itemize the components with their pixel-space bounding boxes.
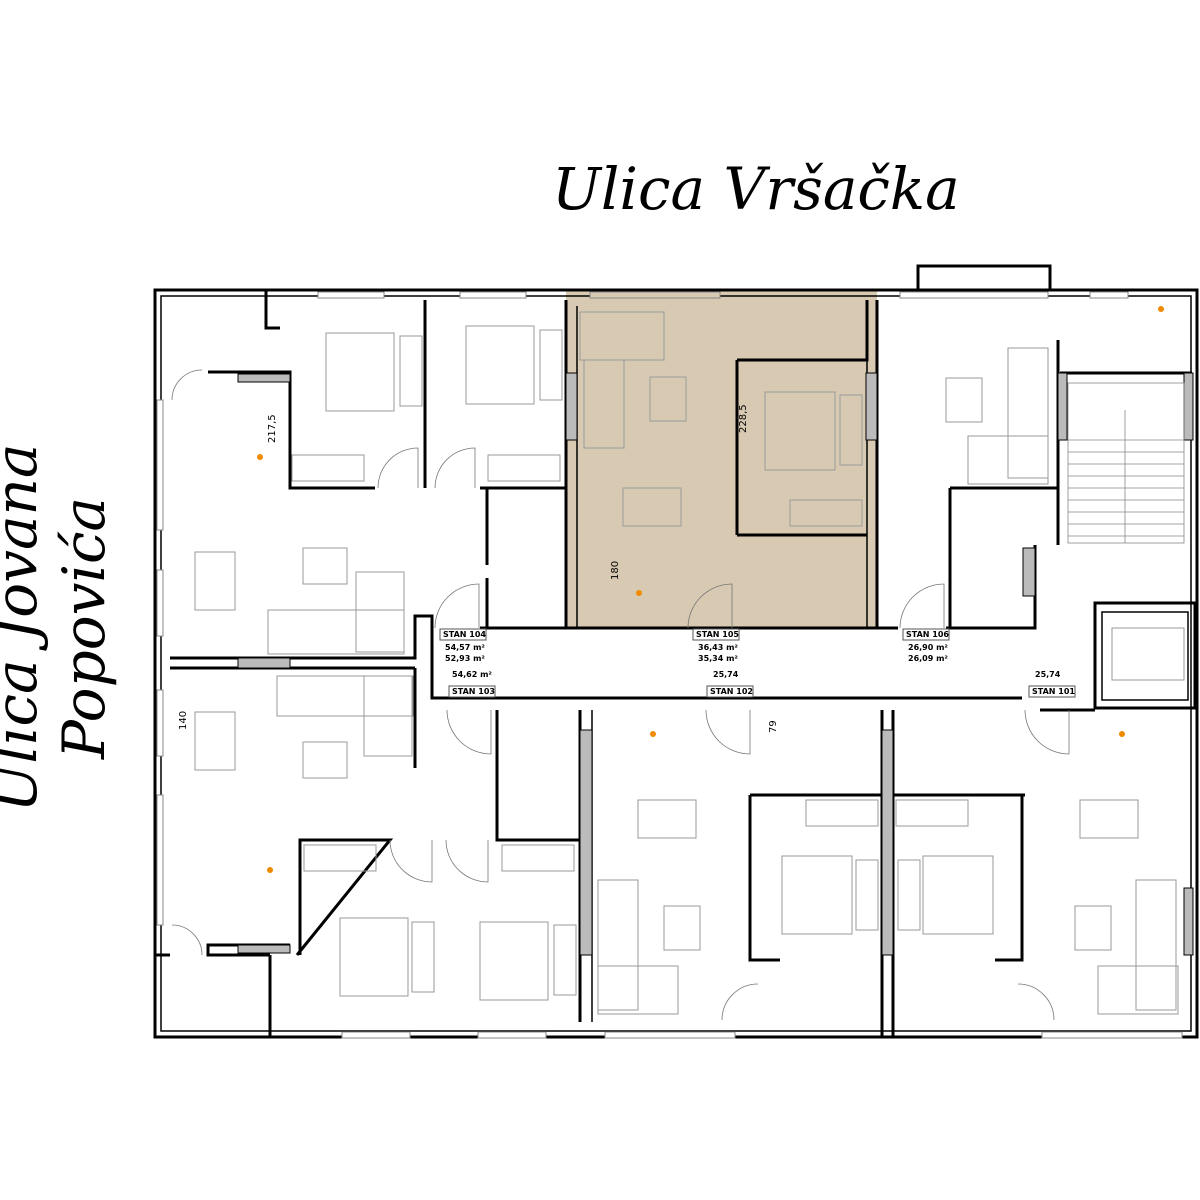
svg-text:26,90 m²: 26,90 m² — [908, 643, 948, 652]
shafts — [237, 372, 1194, 956]
apartment-label-105[interactable]: STAN 105 36,43 m² 35,34 m² — [692, 628, 740, 663]
svg-text:25,74: 25,74 — [713, 670, 739, 679]
svg-text:STAN 102: STAN 102 — [710, 687, 753, 696]
svg-text:STAN 105: STAN 105 — [696, 630, 739, 639]
dimension-label: 140 — [178, 711, 189, 730]
street-name-top: Ulica Vršačka — [552, 155, 960, 223]
dimension-label: 217,5 — [267, 414, 278, 443]
svg-text:35,34 m²: 35,34 m² — [698, 654, 738, 663]
apartment-label-106[interactable]: STAN 106 26,90 m² 26,09 m² — [902, 628, 950, 663]
svg-text:54,57 m²: 54,57 m² — [445, 643, 485, 652]
staircase — [1067, 382, 1185, 544]
svg-text:26,09 m²: 26,09 m² — [908, 654, 948, 663]
outer-wall — [153, 288, 1199, 1039]
apartment-label-102[interactable]: 25,74 STAN 102 — [706, 670, 754, 698]
accent-markers — [257, 306, 1164, 873]
svg-text:54,62 m²: 54,62 m² — [452, 670, 492, 679]
doors — [171, 369, 1070, 1021]
dimension-label: 79 — [768, 720, 779, 733]
dimension-label: 228,5 — [738, 404, 749, 433]
apartment-label-101[interactable]: 25,74 STAN 101 — [1028, 670, 1076, 698]
apartment-105-highlight[interactable] — [566, 290, 877, 628]
svg-text:36,43 m²: 36,43 m² — [698, 643, 738, 652]
apartment-label-103[interactable]: 54,62 m² STAN 103 — [448, 670, 496, 698]
svg-text:STAN 101: STAN 101 — [1032, 687, 1075, 696]
svg-text:52,93 m²: 52,93 m² — [445, 654, 485, 663]
svg-text:STAN 103: STAN 103 — [452, 687, 495, 696]
svg-text:25,74: 25,74 — [1035, 670, 1061, 679]
dimension-label: 180 — [610, 561, 621, 580]
svg-text:STAN 106: STAN 106 — [906, 630, 949, 639]
windows — [156, 291, 1183, 1039]
furniture — [194, 311, 1185, 1015]
svg-text:STAN 104: STAN 104 — [443, 630, 486, 639]
apartment-label-104[interactable]: STAN 104 54,57 m² 52,93 m² — [439, 628, 487, 663]
